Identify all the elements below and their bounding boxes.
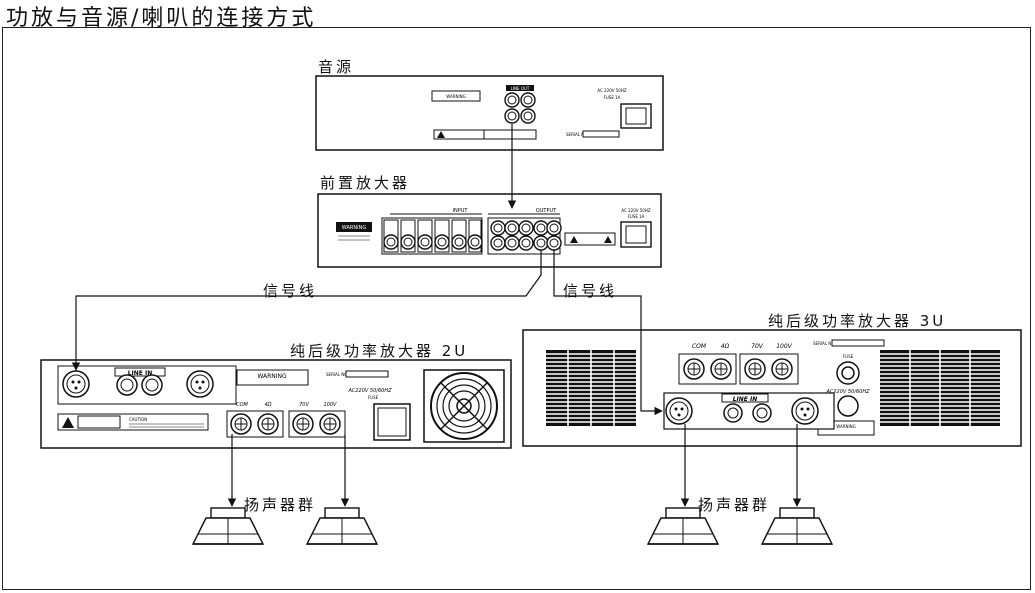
preamp-ac: AC 220V 50HZ [621,208,650,213]
amp3u-serial: SERIAL NO. [813,341,836,346]
cable-label-left: 信号线 [263,282,318,300]
source-device: WARNING LINE OUT AC 220V 50HZ FUSE 1A SE… [315,75,664,151]
amp2u-term-com: COM [236,402,248,408]
preamp-warning: WARNING [342,225,367,231]
speaker-2u-right [306,507,378,545]
cable-preamp-to-3u [553,250,663,416]
preamp-input: INPUT [453,208,469,214]
amp2u-label: 纯后级功率放大器 2U [290,342,469,360]
amp-2u-device: LINE IN WARNING SERIAL NO. AC220V 50/60H… [40,359,512,449]
amp3u-warning: WARNING [836,424,856,429]
preamp-output: OUTPUT [536,208,557,214]
amp2u-ac: AC220V 50/60HZ [347,388,392,394]
source-label: 音源 [318,58,355,76]
amp3u-term-4: 4Ω [721,343,730,350]
amp3u-term-com: COM [692,343,707,350]
signal-cables [71,124,802,507]
amp2u-line-in: LINE IN [128,370,153,377]
amp2u-serial: SERIAL NO. [326,372,349,377]
source-line-out: LINE OUT [511,86,530,91]
amp3u-label: 纯后级功率放大器 3U [768,312,947,330]
amp3u-fuse: FUSE [843,354,854,359]
source-warning: WARNING [446,94,466,99]
amp-3u-device: COM 4Ω 70V 100V SERIAL NO. FUSE AC220V 5… [522,329,1022,447]
preamp-fuse: FUSE 1A [628,214,645,219]
amp3u-line-in: LINE IN [733,396,758,403]
cable-preamp-to-2u [71,250,542,371]
amp2u-term-100: 100V [324,402,338,408]
amp2u-warning: WARNING [257,373,287,380]
preamp-device: WARNING INPUT OUTPUT AC 220V 50HZ FUSE 1… [317,193,662,268]
preamp-label: 前置放大器 [320,174,411,192]
source-ac: AC 220V 50HZ [597,88,626,93]
amp2u-term-70: 70V [299,402,309,408]
source-serial: SERIAL NO. [566,132,589,137]
diagram-frame [2,27,1031,590]
amp3u-term-100: 100V [776,343,792,350]
speaker-group-label-right: 扬声器群 [698,496,771,514]
page-title: 功放与音源/喇叭的连接方式 [6,6,317,31]
cable-label-right: 信号线 [563,282,618,300]
amp3u-ac: AC220V 50/60HZ [825,389,870,395]
amp2u-fuse: FUSE [368,395,379,400]
speaker-3u-right [761,507,833,545]
source-fuse: FUSE 1A [604,95,621,100]
amp3u-term-70: 70V [751,343,764,350]
amp2u-caution: CAUTION [129,417,147,422]
amp2u-term-4: 4Ω [264,402,271,408]
speaker-group-label-left: 扬声器群 [244,496,317,514]
